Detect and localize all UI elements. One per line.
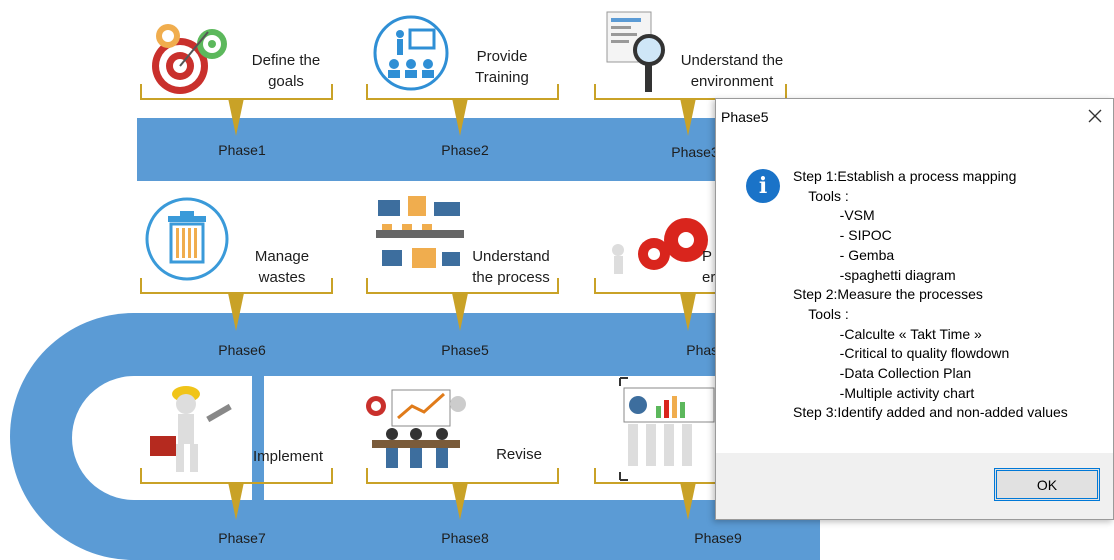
- pointer-phase9: [680, 482, 696, 520]
- pointer-phase4: [680, 293, 696, 331]
- message-line: -Multiple activity chart: [793, 384, 975, 401]
- phase-label-6: Phase6: [218, 342, 266, 358]
- message-line: Tools :: [793, 305, 849, 322]
- pointer-phase7: [228, 482, 244, 520]
- team-meeting-icon: [366, 389, 466, 468]
- dialog-footer: OK: [716, 453, 1113, 519]
- dialog-title: Phase5: [721, 109, 769, 125]
- phase-label-8: Phase8: [441, 530, 489, 546]
- dialog-message: Step 1:Establish a process mapping Tools…: [793, 167, 1111, 423]
- ok-button-label: OK: [996, 470, 1098, 499]
- message-line: -Data Collection Plan: [793, 365, 972, 382]
- message-line: - Gemba: [793, 246, 895, 263]
- pointer-phase6: [228, 293, 244, 331]
- message-line: -Calculte « Takt Time »: [793, 325, 982, 342]
- pointer-phase5: [452, 293, 468, 331]
- step-provide-training: Provide Training: [475, 48, 529, 86]
- pointer-phase2: [452, 98, 468, 136]
- message-line: Step 3:Identify added and non-added valu…: [793, 404, 1068, 421]
- phase-label-3: Phase3: [671, 144, 719, 160]
- phase-label-7: Phase7: [218, 530, 266, 546]
- ok-button[interactable]: OK: [994, 468, 1100, 501]
- pointer-phase3: [680, 98, 696, 136]
- pointer-phase8: [452, 482, 468, 520]
- message-line: -spaghetti diagram: [793, 266, 956, 283]
- message-line: - SIPOC: [793, 227, 892, 244]
- gears-icon: [612, 218, 708, 274]
- dashboard-board-icon: [619, 377, 715, 481]
- trash-bin-icon: [145, 197, 229, 281]
- step-understand-environment: Understand the environment: [680, 52, 784, 90]
- step-phase4: P er: [702, 248, 716, 286]
- magnifier-document-icon: [606, 11, 665, 92]
- phase5-dialog: Phase5 i Step 1:Establish a process mapp…: [715, 98, 1114, 520]
- message-line: -Critical to quality flowdown: [793, 345, 1010, 362]
- step-manage-wastes: Manage wastes: [254, 248, 310, 286]
- message-line: Step 2:Measure the processes: [793, 286, 983, 303]
- worker-toolbox-icon: [150, 386, 232, 472]
- phase-label-1: Phase1: [218, 142, 266, 158]
- pointer-phase1: [228, 98, 244, 136]
- factory-process-icon: [376, 196, 464, 268]
- message-line: -VSM: [793, 207, 875, 224]
- phase-label-9: Phase9: [694, 530, 742, 546]
- step-implement: Implement: [252, 448, 324, 465]
- message-line: Step 1:Establish a process mapping: [793, 168, 1017, 184]
- training-icon: [373, 15, 449, 91]
- step-define-goals: Define the goals: [251, 52, 321, 90]
- roadmap-band-row3: [137, 500, 820, 560]
- step-revise: Revise: [496, 446, 542, 463]
- target-icon: [152, 24, 227, 94]
- info-icon: i: [746, 169, 780, 203]
- phase-label-2: Phase2: [441, 142, 489, 158]
- step-understand-process: Understand the process: [472, 248, 550, 286]
- close-icon[interactable]: [1083, 105, 1107, 127]
- phase-label-5: Phase5: [441, 342, 489, 358]
- message-line: Tools :: [793, 187, 849, 204]
